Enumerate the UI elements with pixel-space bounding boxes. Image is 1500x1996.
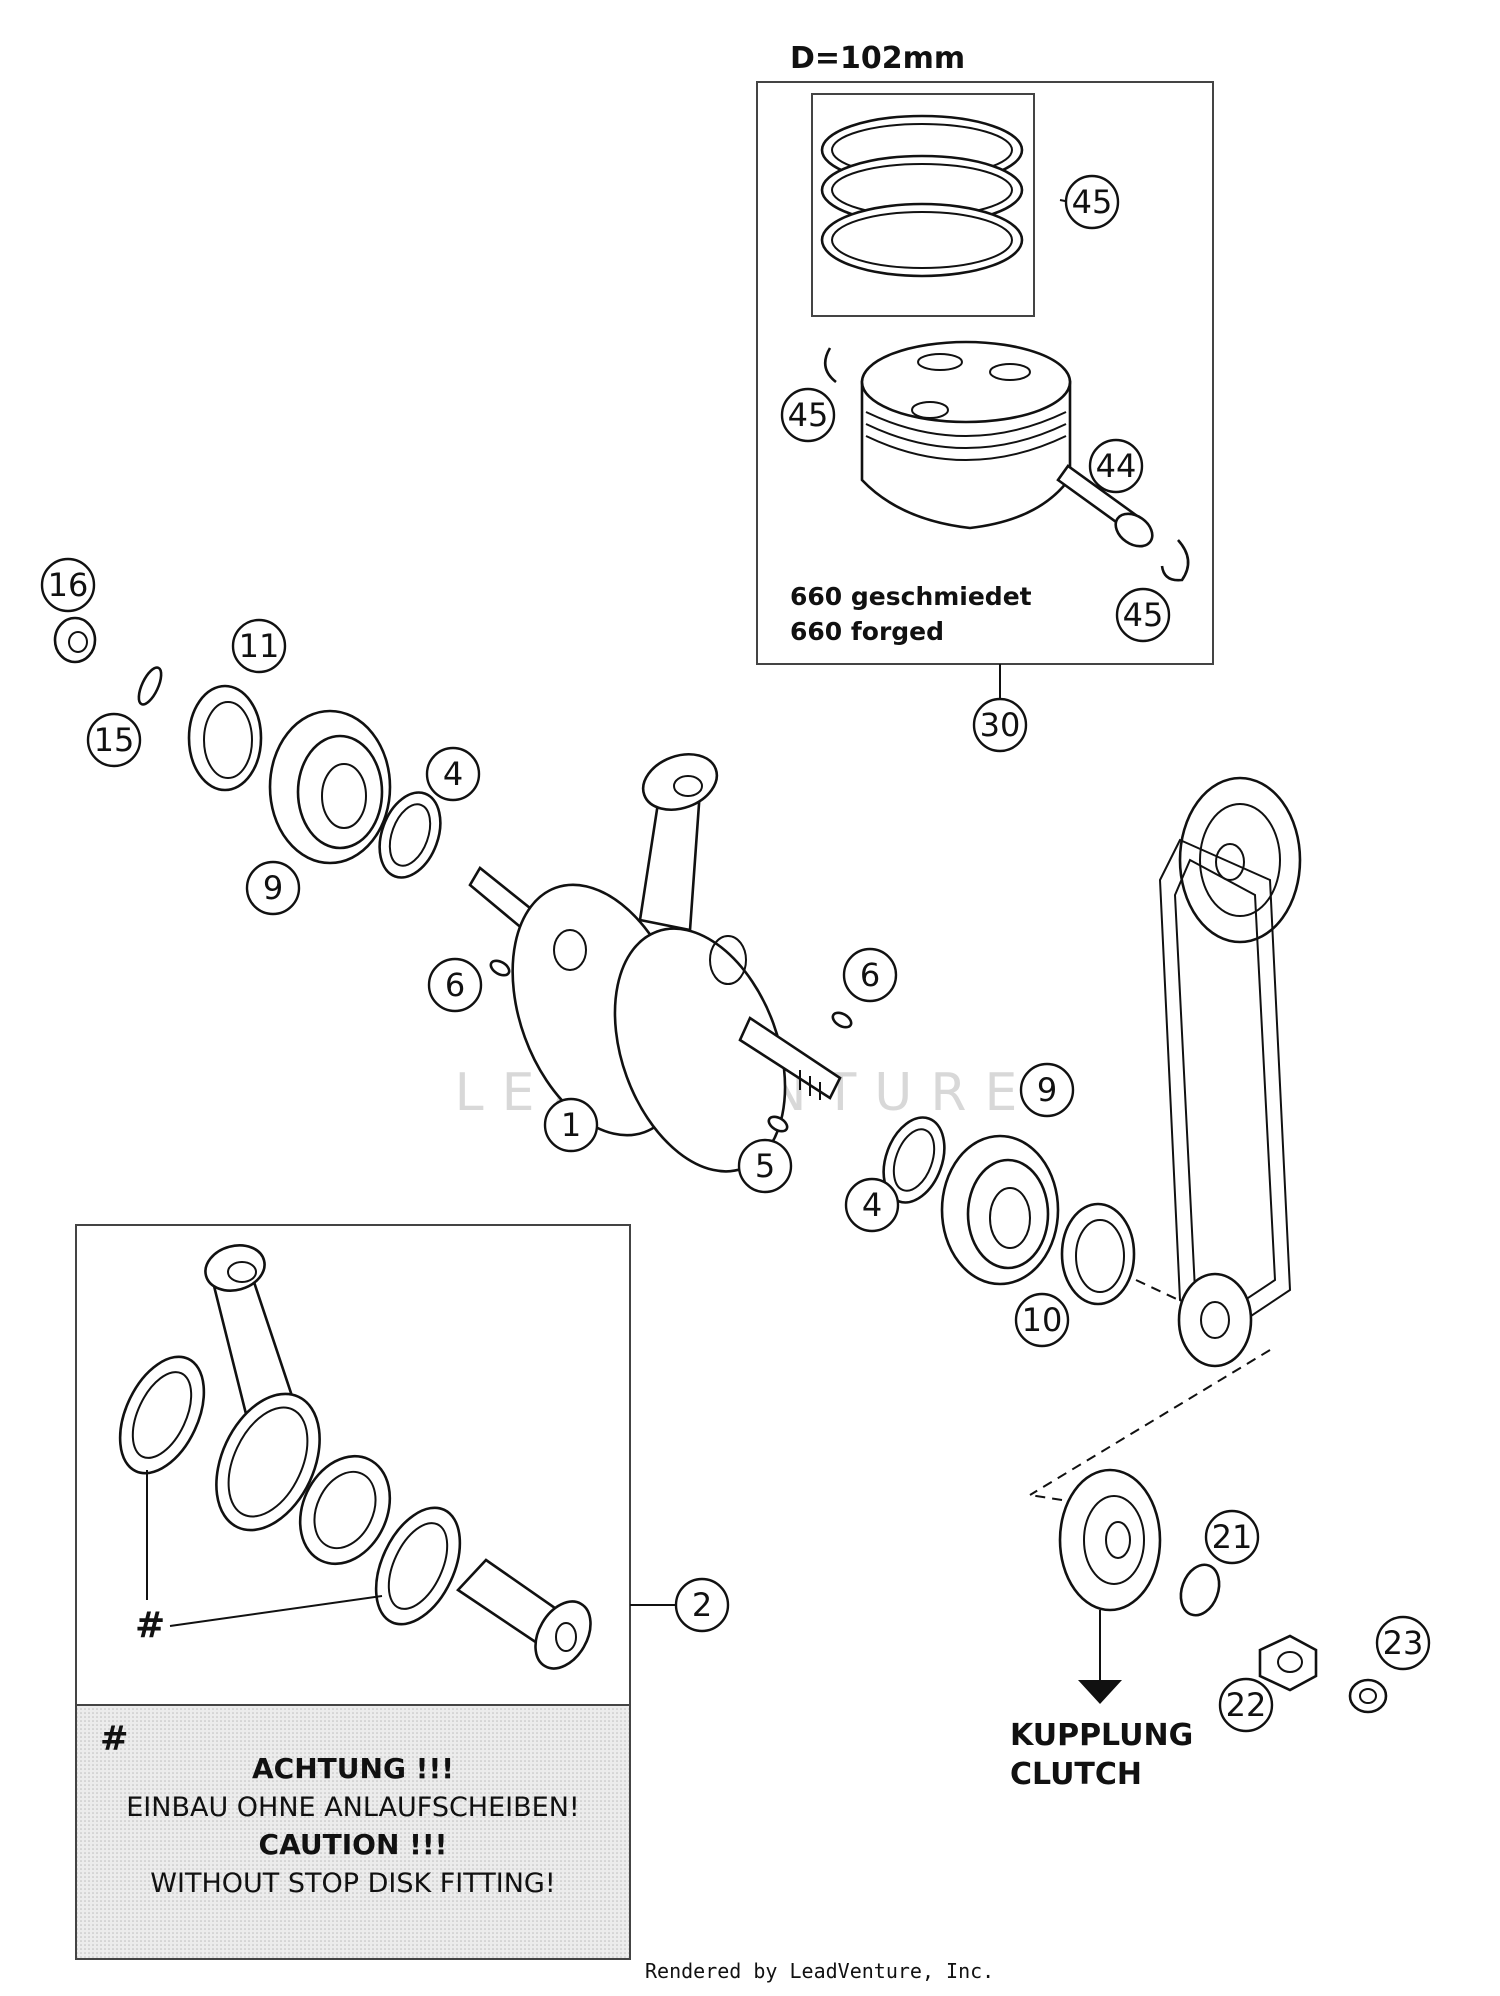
notice-panel [75, 1704, 631, 1960]
piston-kit-group: D=102mm 6 [756, 41, 1214, 700]
callout-30: 30 [972, 697, 1028, 753]
piston [860, 340, 1072, 530]
callout-4-left: 4 [425, 746, 481, 802]
callout-40: 45 [1064, 174, 1120, 230]
svg-text:4: 4 [443, 755, 463, 793]
svg-text:45: 45 [788, 396, 829, 434]
svg-text:5: 5 [755, 1147, 775, 1185]
callout-23: 23 [1375, 1615, 1431, 1671]
notice-line-1: ACHTUNG !!! [252, 1752, 454, 1785]
callout-45-top: 45 [780, 387, 836, 443]
notice-symbol: # [100, 1719, 129, 1759]
clutch-label-en: CLUTCH [1010, 1757, 1142, 1792]
piston-note-de: 660 geschmiedet [790, 582, 1032, 611]
callout-6-left: 6 [427, 957, 483, 1013]
footer-credit: Rendered by LeadVenture, Inc. [645, 1959, 994, 1983]
svg-text:44: 44 [1096, 447, 1137, 485]
svg-text:15: 15 [94, 721, 135, 759]
hash-marker: # [135, 1605, 165, 1646]
svg-text:9: 9 [1037, 1071, 1057, 1109]
notice-line-3: CAUTION !!! [259, 1828, 448, 1861]
callout-9-right: 9 [1019, 1062, 1075, 1118]
svg-text:10: 10 [1022, 1301, 1063, 1339]
callout-2: 2 [674, 1577, 730, 1633]
callout-1: 1 [543, 1097, 599, 1153]
svg-text:2: 2 [692, 1586, 712, 1624]
callout-44: 44 [1088, 438, 1144, 494]
conrod-kit-group [75, 1224, 675, 1960]
svg-text:6: 6 [445, 966, 465, 1004]
piston-rings [820, 114, 1024, 278]
callout-4-right: 4 [844, 1177, 900, 1233]
svg-text:21: 21 [1212, 1518, 1253, 1556]
crankshaft [468, 753, 853, 1173]
callout-5: 5 [737, 1138, 793, 1194]
notice-line-2: EINBAU OHNE ANLAUFSCHEIBEN! [126, 1792, 580, 1823]
piston-pin [1056, 464, 1154, 548]
svg-text:9: 9 [263, 869, 283, 907]
right-shaft-parts [882, 1116, 1201, 1311]
callout-9-left: 9 [245, 860, 301, 916]
svg-text:16: 16 [48, 566, 89, 604]
svg-text:30: 30 [980, 706, 1021, 744]
callout-6-right: 6 [842, 947, 898, 1003]
notice-line-4: WITHOUT STOP DISK FITTING! [150, 1868, 555, 1899]
callout-22: 22 [1218, 1677, 1274, 1733]
circlip-top [823, 347, 837, 384]
clutch-label-de: KUPPLUNG [1010, 1718, 1193, 1753]
timing-chain-assembly [1029, 776, 1388, 1714]
circlip-bottom [1160, 539, 1190, 582]
callout-11: 11 [231, 618, 287, 674]
callout-15: 15 [86, 712, 142, 768]
piston-note-en: 660 forged [790, 617, 944, 646]
piston-diameter-label: D=102mm [790, 41, 965, 76]
svg-text:4: 4 [862, 1186, 882, 1224]
svg-text:23: 23 [1383, 1624, 1424, 1662]
callout-16: 16 [40, 557, 96, 613]
left-shaft-parts [53, 616, 442, 879]
callout-10: 10 [1014, 1292, 1070, 1348]
svg-text:45: 45 [1123, 596, 1164, 634]
svg-text:11: 11 [239, 627, 280, 665]
svg-text:1: 1 [561, 1106, 581, 1144]
callout-45-bottom: 45 [1115, 587, 1171, 643]
svg-text:45: 45 [1072, 183, 1113, 221]
svg-text:6: 6 [860, 956, 880, 994]
svg-text:22: 22 [1226, 1686, 1267, 1724]
callout-21: 21 [1204, 1509, 1260, 1565]
